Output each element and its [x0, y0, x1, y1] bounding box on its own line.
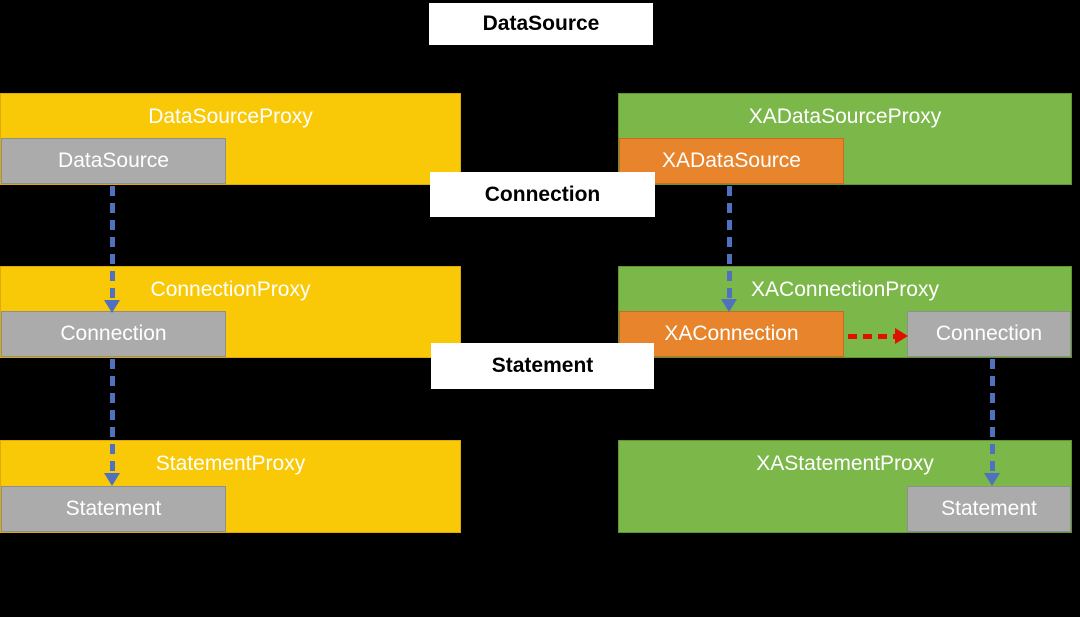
arrow-xadatasource-to-xaconnection-head — [721, 299, 737, 312]
statementproxy-box: StatementProxy Statement — [0, 440, 461, 533]
statement-wrapped-label: Statement — [65, 497, 162, 520]
statementproxy-label: StatementProxy — [155, 452, 306, 475]
statement-wrapped-box: Statement — [1, 486, 226, 532]
xa-derived-connection-label: Connection — [935, 322, 1043, 345]
connectionproxy-label: ConnectionProxy — [150, 278, 311, 301]
xaconnectionproxy-label: XAConnectionProxy — [751, 278, 939, 301]
interface-label-connection: Connection — [430, 172, 655, 217]
arrow-xadatasource-to-xaconnection-shaft — [727, 186, 732, 299]
datasourceproxy-box: DataSourceProxy DataSource — [0, 93, 461, 185]
arrow-xa-connection-to-statement-head — [984, 473, 1000, 486]
xadatasource-wrapped-label: XADataSource — [662, 149, 801, 172]
xadatasourceproxy-box: XADataSourceProxy XADataSource — [618, 93, 1072, 185]
connection-wrapped-label: Connection — [60, 322, 167, 345]
arrow-datasource-to-connection-head — [104, 300, 120, 313]
datasource-wrapped-box: DataSource — [1, 138, 226, 184]
xadatasource-wrapped-box: XADataSource — [619, 138, 844, 184]
interface-label-statement: Statement — [431, 343, 654, 389]
xastatementproxy-label: XAStatementProxy — [756, 452, 934, 475]
xa-derived-statement-label: Statement — [941, 497, 1037, 520]
xaconnection-wrapped-box: XAConnection — [619, 311, 844, 357]
arrow-xaconnection-to-connection-head — [895, 328, 908, 344]
xa-derived-statement-box: Statement — [907, 486, 1071, 532]
interface-label-datasource: DataSource — [429, 3, 653, 45]
arrow-xaconnection-to-connection-shaft — [848, 334, 895, 339]
xaconnection-wrapped-label: XAConnection — [664, 322, 799, 345]
datasourceproxy-label: DataSourceProxy — [148, 105, 313, 128]
xaconnectionproxy-box: XAConnectionProxy XAConnection Connectio… — [618, 266, 1072, 358]
xastatementproxy-box: XAStatementProxy Statement — [618, 440, 1072, 533]
connectionproxy-box: ConnectionProxy Connection — [0, 266, 461, 358]
arrow-connection-to-statement-shaft — [110, 359, 115, 473]
xa-derived-connection-box: Connection — [907, 311, 1071, 357]
xadatasourceproxy-label: XADataSourceProxy — [748, 105, 942, 128]
arrow-datasource-to-connection-shaft — [110, 186, 115, 300]
arrow-connection-to-statement-head — [104, 473, 120, 486]
connection-wrapped-box: Connection — [1, 311, 226, 357]
arrow-xa-connection-to-statement-shaft — [990, 359, 995, 473]
datasource-wrapped-label: DataSource — [58, 149, 169, 172]
